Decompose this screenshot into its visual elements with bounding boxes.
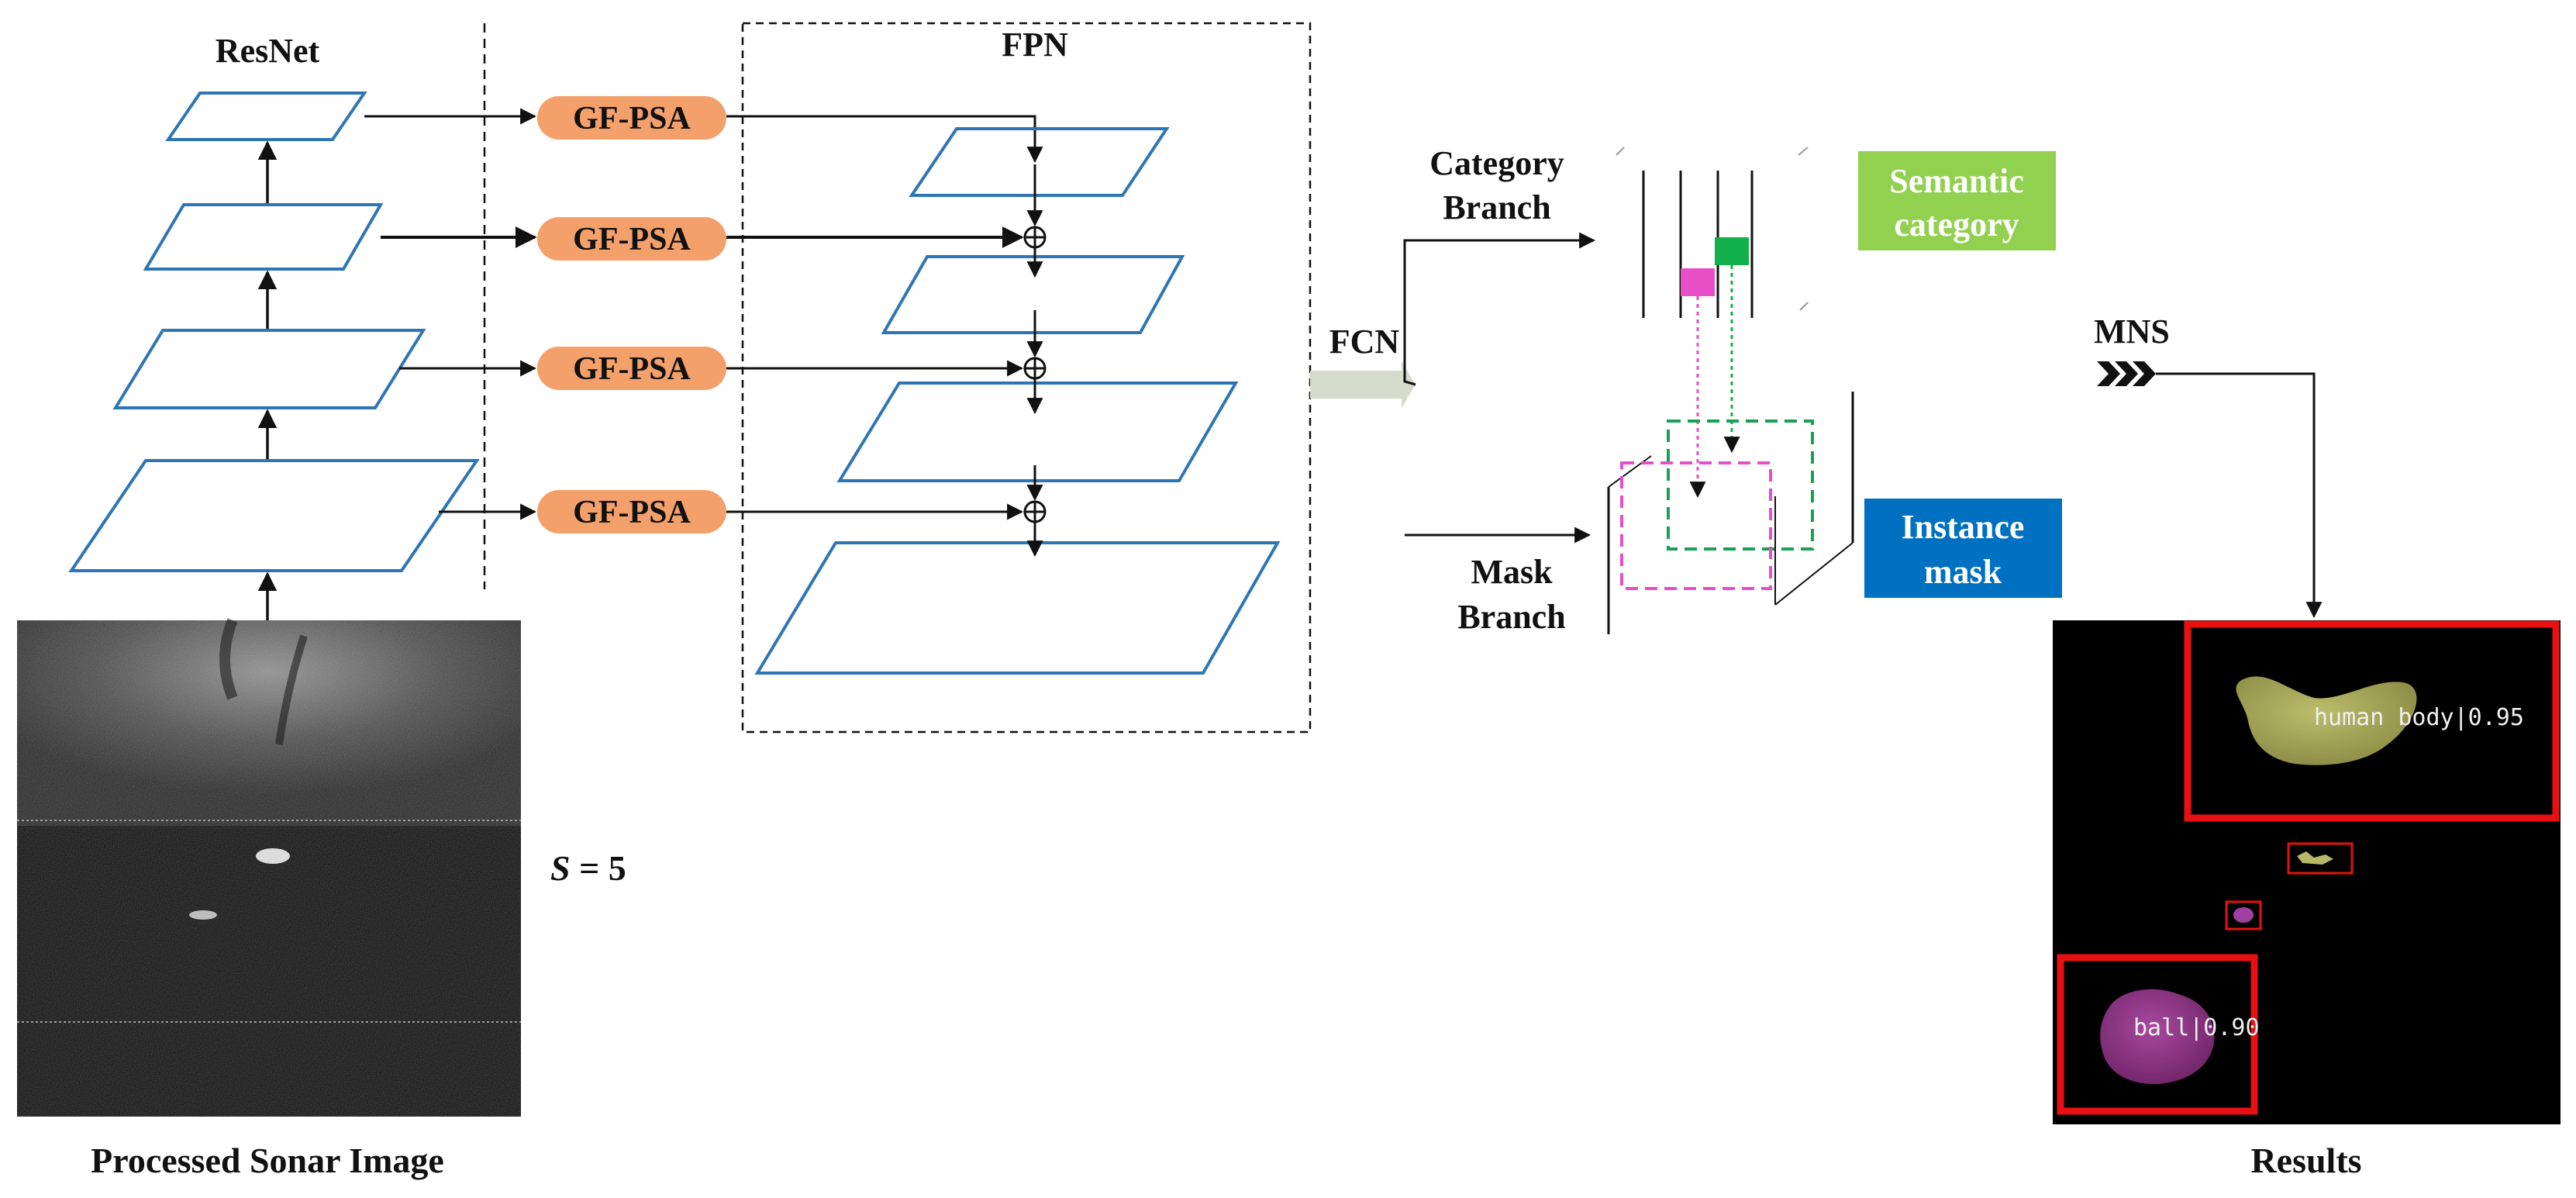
green-category-cell: [1715, 237, 1749, 265]
gf-psa-block: GF-PSA: [537, 490, 726, 533]
category-branch-arrow: [1403, 232, 1596, 386]
gf-psa-column: GF-PSA GF-PSA GF-PSA GF-PSA: [364, 96, 1043, 533]
resnet-title: ResNet: [216, 32, 320, 70]
fpn-title: FPN: [1002, 26, 1068, 64]
semantic-category-tag: Semantic category: [1858, 151, 2056, 250]
instance-mask-text: mask: [1924, 553, 2002, 591]
resnet-feature-plane: [165, 91, 367, 141]
results-image: human body|0.95 ball|0.90: [2053, 620, 2560, 1124]
gf-psa-block: GF-PSA: [537, 347, 726, 390]
chevron-icon: [2097, 361, 2156, 386]
ball-mask: [2100, 989, 2215, 1085]
category-branch-label: Category: [1429, 144, 1564, 182]
sonar-image: [17, 618, 521, 1117]
fpn-feature-plane: [836, 381, 1239, 482]
detection-box: [2184, 620, 2560, 822]
category-grid: [1616, 147, 1809, 499]
category-branch-label: Branch: [1443, 188, 1550, 226]
sonar-target-blob: [256, 848, 290, 864]
fpn-module: FPN: [741, 22, 1312, 734]
mask-branch-label: Branch: [1457, 598, 1565, 636]
resnet-feature-plane: [143, 203, 384, 271]
sonar-caption: Processed Sonar Image: [91, 1141, 444, 1180]
resnet-feature-plane: [112, 329, 426, 409]
mns-stage: MNS: [2094, 312, 2323, 619]
fcn-arrow: [1310, 361, 1416, 408]
detection-box: [2057, 954, 2258, 1115]
detection-box: [2225, 900, 2262, 930]
magenta-category-cell: [1681, 268, 1715, 296]
instance-mask-tag: Instance mask: [1864, 499, 2062, 598]
ball-detection-label: ball|0.90: [2133, 1014, 2260, 1041]
fpn-feature-plane: [909, 127, 1170, 197]
small-ball-mask: [2233, 907, 2254, 923]
fpn-feature-plane: [881, 255, 1185, 334]
sonar-target-blob: [189, 910, 217, 920]
detection-box: [2287, 842, 2354, 875]
resnet-backbone: ResNet: [68, 32, 480, 620]
semantic-category-text: Semantic: [1889, 162, 2024, 200]
head-branches: FCN Category Branch Mask Branch: [1310, 144, 1596, 636]
fpn-dashed-frame: [741, 22, 1312, 734]
gf-psa-label: GF-PSA: [573, 101, 691, 136]
sum-node: [1023, 357, 1047, 380]
gf-psa-block: GF-PSA: [537, 96, 726, 140]
gf-psa-pill: [537, 490, 726, 533]
connection-arrow: [726, 115, 1043, 164]
sum-node: [1023, 226, 1047, 249]
small-human-mask: [2297, 851, 2333, 865]
fcn-label: FCN: [1329, 323, 1400, 361]
gf-psa-pill: [537, 96, 726, 140]
sum-node: [1023, 500, 1047, 523]
mask-branch-label: Mask: [1471, 553, 1553, 591]
mns-arrow: [2156, 372, 2323, 619]
semantic-category-text: category: [1894, 205, 2019, 243]
instance-mask-text: Instance: [1902, 508, 2025, 546]
gf-psa-block: GF-PSA: [537, 217, 726, 261]
instance-mask-cube: [1607, 392, 1854, 634]
gf-psa-label: GF-PSA: [573, 351, 691, 387]
gf-psa-label: GF-PSA: [573, 495, 691, 530]
s-label: S = 5: [550, 848, 626, 888]
green-mask-box: [1667, 419, 1814, 551]
fpn-feature-plane: [754, 541, 1281, 675]
results-caption: Results: [2250, 1141, 2361, 1180]
human-mask: [2236, 676, 2417, 765]
resnet-feature-plane: [68, 459, 480, 572]
magenta-mask-box: [1620, 461, 1772, 590]
gf-psa-pill: [537, 217, 726, 261]
gf-psa-label: GF-PSA: [573, 222, 691, 257]
mns-label: MNS: [2094, 312, 2170, 350]
human-detection-label: human body|0.95: [2314, 704, 2524, 731]
gf-psa-pill: [537, 347, 726, 390]
